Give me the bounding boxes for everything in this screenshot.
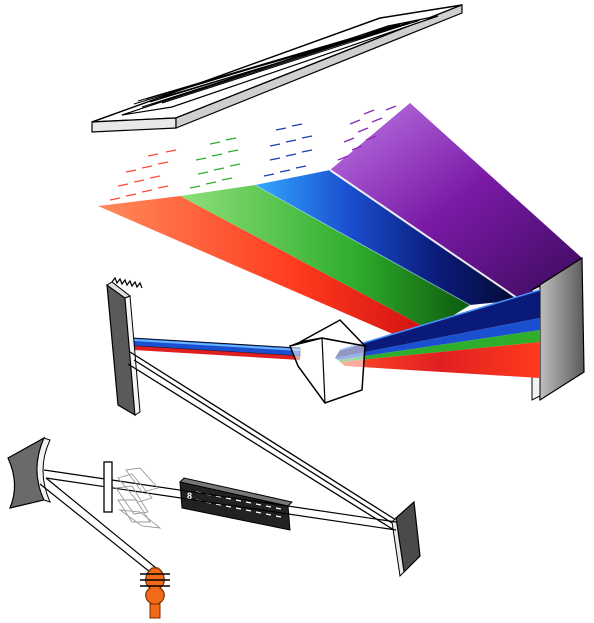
plate-slit-grid	[134, 20, 420, 107]
light-source	[140, 568, 170, 618]
fold-mirror	[392, 502, 420, 576]
cross-disperser-prism	[290, 320, 365, 403]
entrance-slit	[104, 462, 112, 512]
slit-rotation-ghosts	[116, 468, 160, 528]
collimated-beam	[134, 338, 300, 360]
curved-mirror	[8, 438, 50, 508]
